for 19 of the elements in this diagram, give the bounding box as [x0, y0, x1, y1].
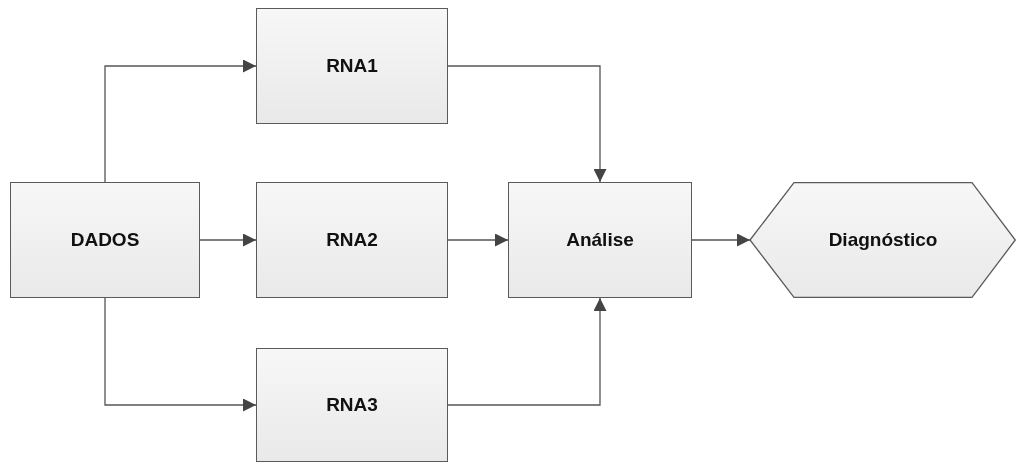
arrow [447, 297, 607, 406]
node-label: DADOS [70, 229, 140, 251]
process-box [256, 8, 448, 124]
arrow [104, 297, 257, 412]
arrow [104, 59, 257, 183]
process-box [256, 182, 448, 298]
process-box [256, 348, 448, 462]
node-label: RNA3 [326, 394, 378, 416]
process-box [508, 182, 692, 298]
arrow [447, 233, 509, 247]
process-box [10, 182, 200, 298]
node-label: Diagnóstico [828, 229, 938, 251]
arrow [199, 233, 257, 247]
node-label: Análise [566, 229, 634, 251]
node-label: RNA2 [326, 229, 378, 251]
arrow [691, 233, 751, 247]
arrow [447, 65, 607, 183]
display-hexagon [750, 182, 1016, 298]
node-label: RNA1 [326, 55, 378, 77]
